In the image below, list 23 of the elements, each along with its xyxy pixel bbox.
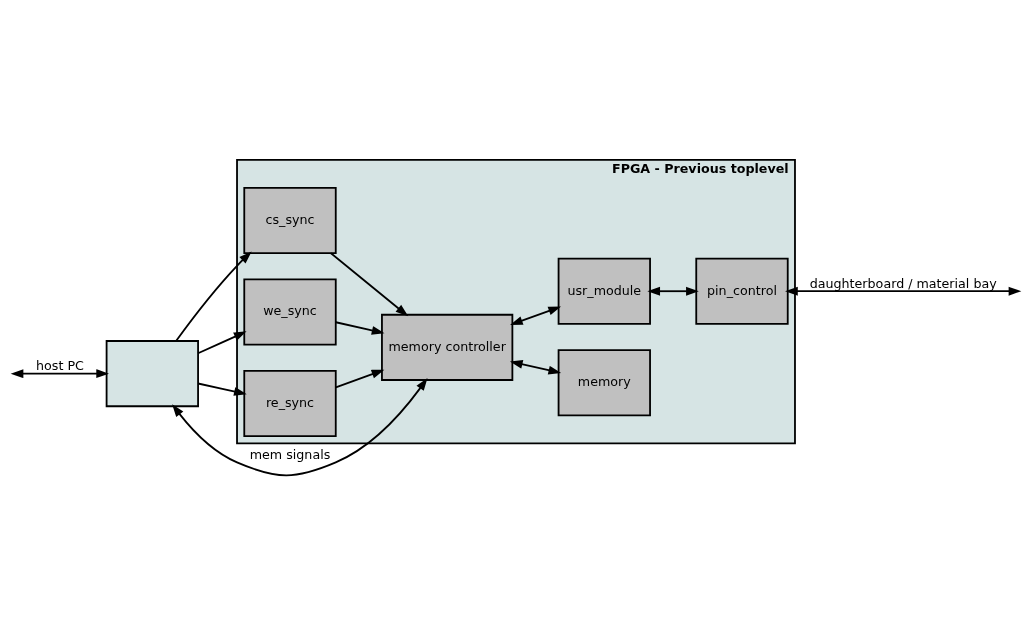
node-box: usr_module [557, 257, 651, 325]
node-box: we_sync [243, 278, 337, 346]
edge-label: mem signals [249, 446, 331, 462]
node-box: memory controller [381, 313, 514, 381]
arrow [175, 251, 252, 342]
arrow [334, 321, 385, 335]
arrow [510, 306, 562, 325]
arrow [197, 331, 247, 355]
arrow [172, 377, 428, 477]
node-box: pin_control [695, 257, 789, 325]
node-box: re_sync [243, 370, 337, 438]
arrow [330, 252, 409, 317]
arrow [10, 369, 109, 379]
node-box: cs_sync [243, 187, 337, 255]
node-box [105, 340, 199, 408]
arrow [785, 286, 1022, 296]
arrow [647, 286, 699, 296]
edge-label: host PC [36, 358, 84, 374]
arrow [334, 369, 385, 389]
edge-label: daughterboard / material bay [809, 275, 997, 291]
arrow [509, 359, 562, 375]
arrow [197, 382, 247, 396]
node-box: memory [557, 349, 651, 417]
